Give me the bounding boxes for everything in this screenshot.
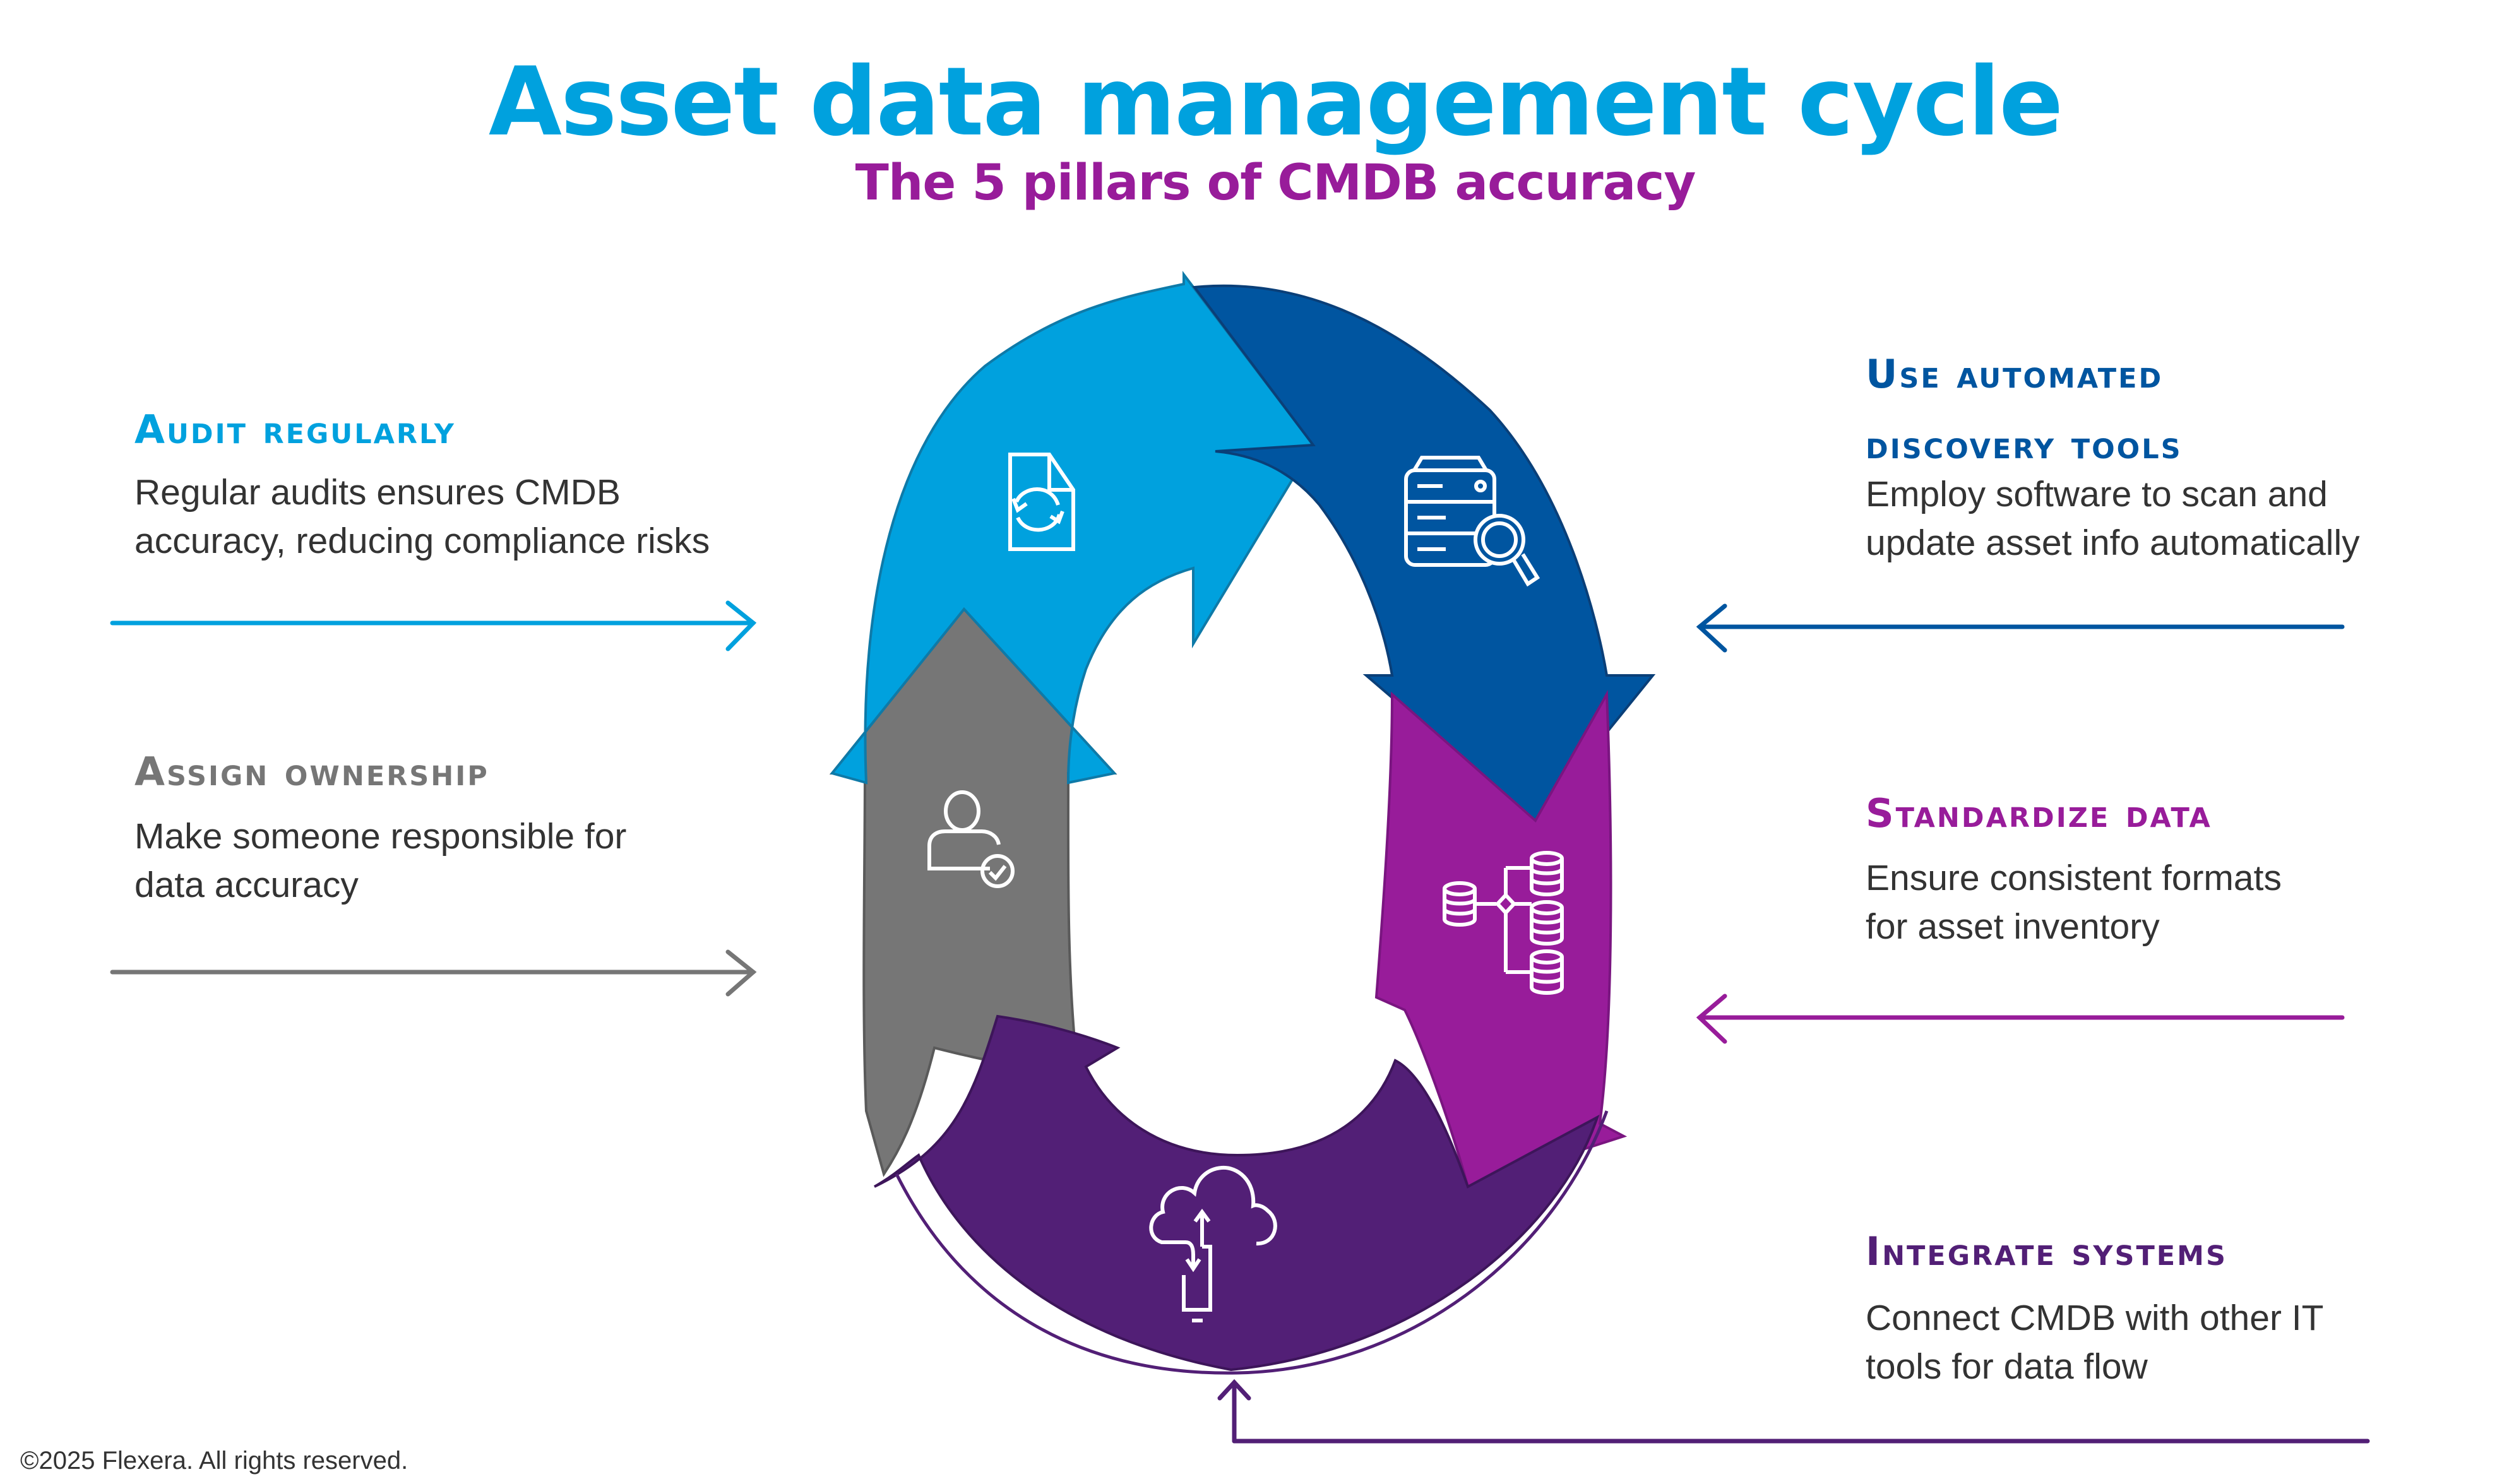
cloud-sync-device-icon: [1149, 1165, 1277, 1322]
pillar-audit-body: Regular audits ensures CMDB accuracy, re…: [134, 468, 710, 566]
pillar-discovery-body: Employ software to scan and update asset…: [1866, 470, 2360, 567]
pillar-standardize-body-line: Ensure consistent formats: [1866, 858, 2282, 898]
pillar-audit-body-line: accuracy, reducing compliance risks: [134, 521, 710, 561]
pillar-audit-heading: Audit regularly: [134, 407, 456, 453]
pillar-integrate-body-line: Connect CMDB with other IT: [1866, 1298, 2324, 1338]
pillar-standardize-body-line: for asset inventory: [1866, 906, 2160, 947]
connector-arrow-discovery: [1696, 603, 2345, 653]
pillar-discovery-heading-line: discovery tools: [1866, 422, 2183, 468]
pillar-discovery-heading: Use automated discovery tools: [1866, 339, 2183, 480]
pillar-ownership-body: Make someone responsible for data accura…: [134, 812, 626, 910]
pillar-discovery-body-line: update asset info automatically: [1866, 523, 2360, 563]
cycle-arrow-integrate: [874, 1014, 1600, 1372]
pillar-ownership-body-line: Make someone responsible for: [134, 816, 627, 857]
pillar-integrate-body-line: tools for data flow: [1866, 1346, 2148, 1387]
server-search-icon: [1404, 456, 1540, 587]
cycle-arrow-discovery: [1192, 284, 1656, 822]
connector-arrow-standardize: [1696, 994, 2345, 1044]
pillar-standardize-body: Ensure consistent formats for asset inve…: [1866, 854, 2282, 951]
pillar-discovery-body-line: Employ software to scan and: [1866, 474, 2328, 514]
pillar-ownership-body-line: data accuracy: [134, 865, 359, 905]
sketch-outline-bottom: [895, 1110, 1609, 1375]
pillar-standardize-heading: Standardize data: [1866, 790, 2212, 836]
pillar-ownership-heading: Assign ownership: [134, 749, 489, 795]
connector-arrow-ownership: [110, 949, 757, 997]
page-subtitle: The 5 pillars of CMDB accuracy: [855, 155, 1696, 211]
page-title: Asset data management cycle: [488, 47, 2063, 157]
pillar-integrate-body: Connect CMDB with other IT tools for dat…: [1866, 1294, 2323, 1391]
pillar-discovery-heading-line: Use automated: [1866, 351, 2164, 397]
copyright-notice: ©2025 Flexera. All rights reserved.: [20, 1447, 408, 1475]
cycle-arrow-standardize: [1374, 689, 1628, 1189]
connector-arrow-audit: [110, 600, 757, 651]
pillar-integrate-heading: Integrate systems: [1866, 1228, 2227, 1274]
document-sync-icon: [1008, 453, 1075, 551]
database-hierarchy-icon: [1443, 851, 1564, 995]
user-check-icon: [927, 790, 1015, 888]
pillar-audit-body-line: Regular audits ensures CMDB: [134, 472, 621, 513]
connector-arrow-integrate: [1217, 1379, 2370, 1444]
